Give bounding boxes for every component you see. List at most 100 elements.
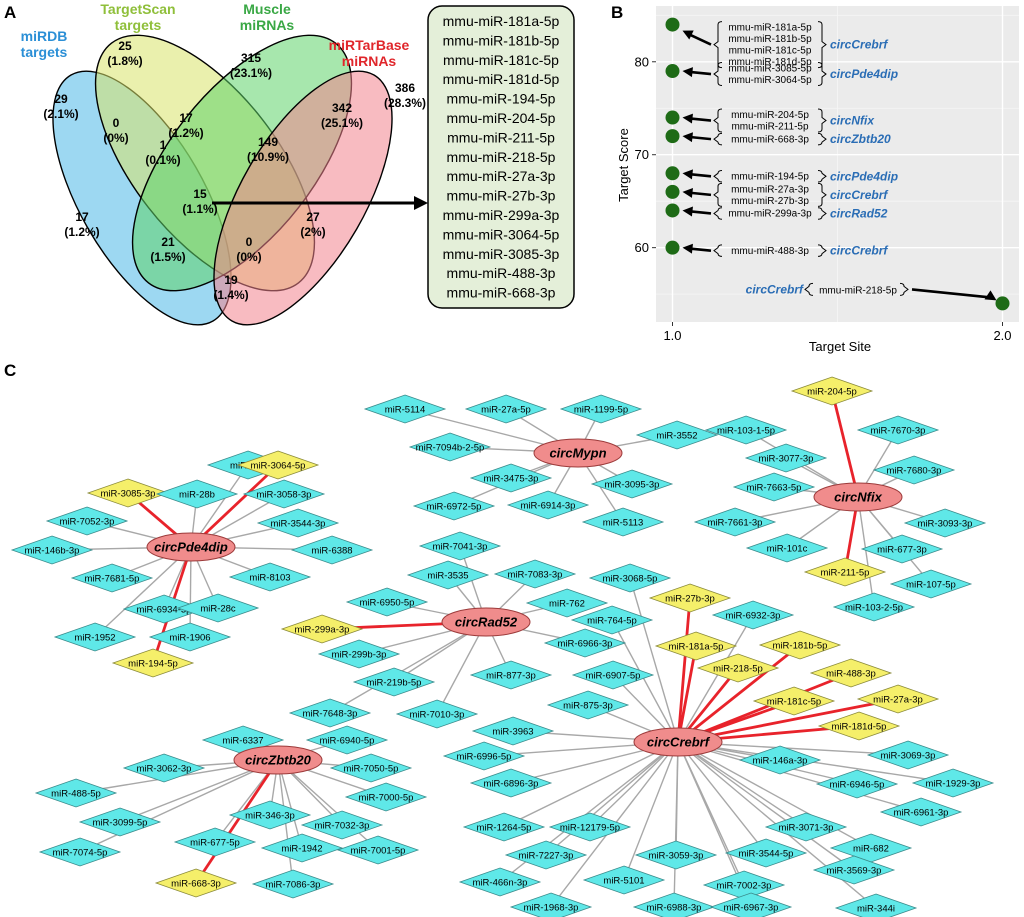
mirna-node: miR-6961-3p: [879, 797, 963, 827]
mirna-label: miR-5113: [603, 517, 643, 528]
mirna-node: miR-1942: [260, 833, 344, 863]
mirna-node: miR-6907-5p: [571, 660, 655, 690]
mirna-node: miR-3535: [406, 560, 490, 590]
mirna-diamond: [280, 614, 364, 644]
point-mirna-label: mmu-miR-27a-3p: [731, 184, 809, 195]
mirna-node: miR-3095-3p: [590, 469, 674, 499]
point-arrow-head: [682, 30, 694, 40]
scatter-point: [665, 184, 680, 199]
mirna-label: miR-762: [549, 598, 585, 609]
mirna-diamond: [256, 508, 340, 538]
mirna-diamond: [290, 535, 374, 565]
venn-set-label: targets: [115, 17, 162, 33]
mirna-node: miR-677-3p: [860, 534, 944, 564]
mirna-label: miR-3535: [427, 570, 468, 581]
mirna-label: miR-204-5p: [807, 386, 857, 397]
mirna-label: miR-6934-3p: [137, 604, 192, 615]
circrna-label: circRad52: [455, 615, 518, 630]
mirna-node: miR-7227-3p: [504, 840, 588, 870]
mirna-list-item: mmu-miR-181a-5p: [443, 13, 560, 29]
mirna-label: miR-3552: [656, 430, 697, 441]
mirna-diamond: [329, 753, 413, 783]
point-mirna-label: mmu-miR-211-5p: [731, 122, 808, 133]
mirna-label: miR-7083-3p: [508, 569, 563, 580]
mirna-label: miR-1952: [74, 632, 115, 643]
network-edge: [436, 621, 487, 715]
mirna-node: miR-3071-3p: [764, 812, 848, 842]
y-tick-label: 80: [635, 54, 649, 69]
mirna-label: miR-7680-3p: [887, 465, 942, 476]
mirna-list-item: mmu-miR-181d-5p: [443, 71, 560, 87]
mirna-diamond: [581, 507, 665, 537]
mirna-label: miR-6972-5p: [427, 501, 482, 512]
circrna-ellipse: [813, 482, 903, 512]
x-axis-label: Target Site: [809, 339, 871, 354]
mirna-node: miR-6967-3p: [709, 892, 793, 917]
mirna-label: miR-3071-3p: [779, 822, 834, 833]
mirna-diamond: [856, 684, 940, 714]
mirna-node: miR-7041-3p: [418, 531, 502, 561]
mirna-diamond: [458, 867, 542, 897]
venn-region-counts: 29(2.1%)25(1.8%)315(23.1%)386(28.3%)0(0%…: [43, 39, 426, 302]
mirna-node: miR-7083-3p: [493, 559, 577, 589]
network-edge: [629, 577, 679, 743]
mirna-node: miR-1952: [53, 622, 137, 652]
mirna-diamond: [903, 508, 987, 538]
mirna-diamond: [632, 892, 716, 917]
network-edge: [677, 741, 954, 784]
mirna-list-box: [427, 5, 575, 309]
mirna-node: miR-668-3p: [154, 868, 238, 898]
mirna-diamond: [856, 415, 940, 445]
mirna-label: miR-488-3p: [826, 668, 876, 679]
mirna-label: miR-7041-3p: [433, 541, 488, 552]
circrna-ellipse: [441, 607, 531, 637]
mirna-label: miR-7052-3p: [60, 516, 115, 527]
mirna-node: miR-28b: [155, 479, 239, 509]
mirna-diamond: [582, 865, 666, 895]
point-mirna-label: mmu-miR-218-5p: [819, 285, 897, 296]
point-arrow-head: [682, 67, 693, 78]
mirna-diamond: [504, 840, 588, 870]
network-edge: [677, 741, 872, 849]
mirna-label: miR-27a-3p: [873, 694, 923, 705]
mirna-label: miR-7094b-2-5p: [416, 442, 485, 453]
point-circ-label: circPde4dip: [830, 67, 898, 81]
venn-pct-d: (28.3%): [384, 96, 426, 110]
mirna-label: miR-5114: [385, 404, 425, 415]
panel-letter-c: C: [4, 361, 16, 380]
circrna-node-zbtb20: circZbtb20: [233, 745, 323, 775]
scatter-point: [665, 17, 680, 32]
mirna-label: miR-875-3p: [563, 700, 613, 711]
plot-points: [665, 17, 1010, 311]
mirna-label: miR-28b: [179, 489, 215, 500]
venn-pct-bcd: (10.9%): [247, 150, 289, 164]
mirna-label: miR-8103: [249, 572, 290, 583]
mirna-node: miR-211-5p: [803, 557, 887, 587]
mirna-diamond: [45, 506, 129, 536]
mirna-diamond: [38, 837, 122, 867]
scatter-point: [995, 296, 1010, 311]
mirna-diamond: [469, 463, 553, 493]
mirna-label: miR-7681-5p: [85, 573, 140, 584]
right-brace: [817, 21, 827, 69]
mirna-node: miR-677-5p: [173, 827, 257, 857]
mirna-diamond: [251, 869, 335, 899]
point-arrow-head: [682, 169, 693, 180]
mirna-node: miR-28c: [176, 593, 260, 623]
mirna-diamond: [738, 745, 822, 775]
mirna-node: miR-299a-3p: [280, 614, 364, 644]
mirna-label: miR-6907-5p: [586, 670, 641, 681]
mirna-label: miR-488-5p: [51, 788, 101, 799]
mirna-node: miR-8103: [228, 562, 312, 592]
mirna-label: miR-7670-3p: [871, 425, 926, 436]
point-mirna-label: mmu-miR-194-5p: [731, 172, 809, 183]
point-circ-label: circCrebrf: [830, 38, 888, 52]
venn-set-labels: miRDBtargetsTargetScantargetsMusclemiRNA…: [21, 1, 410, 69]
mirna-diamond: [732, 472, 816, 502]
mirna-node: miR-346-3p: [228, 800, 312, 830]
mirna-node: miR-5113: [581, 507, 665, 537]
venn-count-bc: 17: [179, 111, 193, 125]
mirna-node: miR-7086-3p: [251, 869, 335, 899]
mirna-diamond: [889, 569, 973, 599]
